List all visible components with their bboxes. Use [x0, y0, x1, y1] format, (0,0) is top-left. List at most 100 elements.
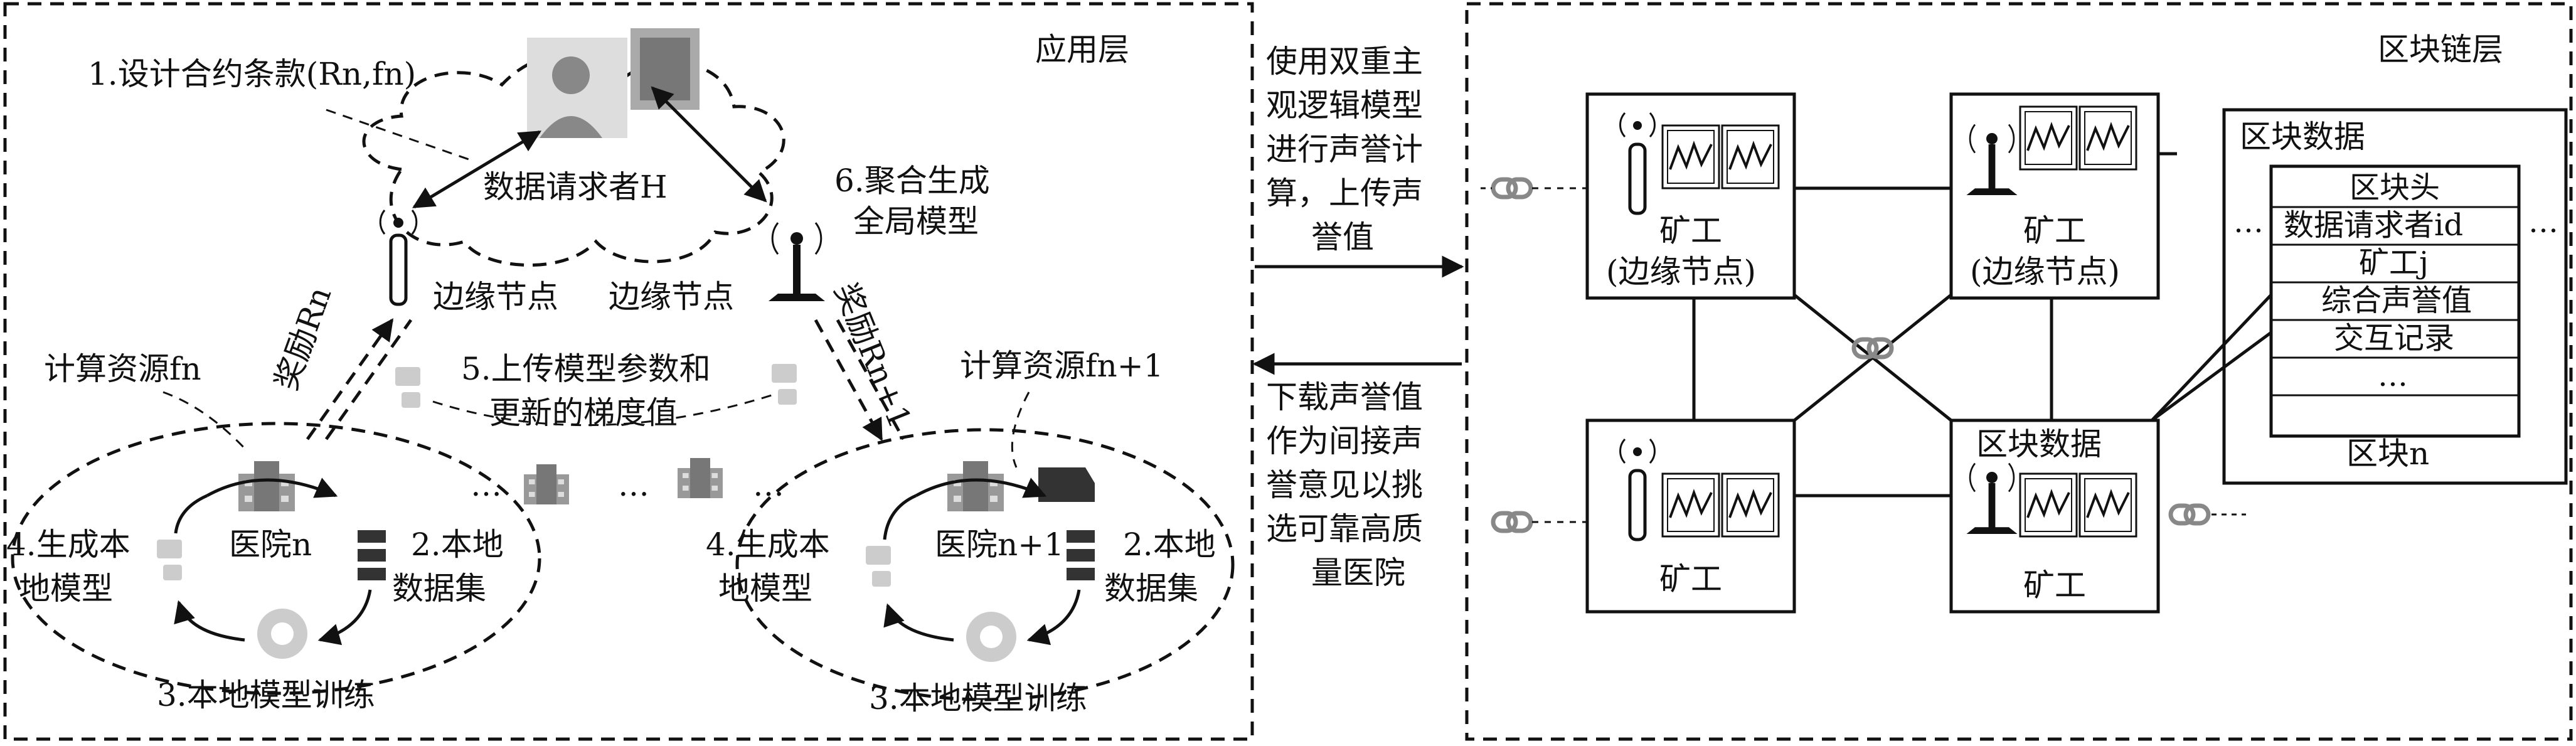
miner-bottom-left-label: 矿工	[1659, 561, 1722, 597]
block-callout-line-1	[2151, 294, 2272, 422]
step5-line2: 更新的梯度值	[489, 395, 678, 431]
compute-left-leader	[162, 391, 249, 453]
edge-node-left-label: 边缘节点	[433, 279, 558, 315]
miner-bottom-right-chart2-icon	[2078, 472, 2137, 538]
step4-left-line2: 地模型	[19, 570, 113, 607]
chain-layer-frame	[1465, 2, 2573, 741]
step5-line1: 5.上传模型参数和	[461, 351, 711, 387]
block-panel-dots-left: …	[2233, 205, 2264, 240]
miner-bottom-right: 区块数据 矿工	[1949, 418, 2160, 614]
dataset-right-icon	[1067, 530, 1095, 580]
reward-left-arrow-2	[324, 319, 413, 440]
miner-top-right-chart2-icon	[2078, 105, 2137, 171]
miner-edge-node-top-right: 矿工 (边缘节点)	[1949, 92, 2160, 300]
step2-right-line2: 数据集	[1104, 570, 1198, 607]
requester-cloud	[362, 51, 785, 267]
hospital-left-label: 医院n	[229, 526, 312, 563]
miner-top-left-chart-icon	[1661, 124, 1720, 189]
app-layer-frame	[3, 2, 1254, 741]
miner-bottom-right-label: 矿工	[2023, 567, 2086, 604]
miner-bottom-left: 矿工	[1585, 418, 1796, 614]
miner-top-right-chart-icon	[2019, 105, 2078, 171]
step5-curve	[432, 394, 772, 427]
step4-left-line1: 4.生成本	[6, 526, 130, 563]
dataset-left-icon	[358, 530, 386, 580]
upload-reputation-text: 使用双重主 观逻辑模型 进行声誉计 算，上传声 誉值	[1266, 43, 1423, 255]
training-left-icon	[257, 609, 307, 659]
cycle-left-arrow-top	[206, 477, 338, 498]
miner-top-left-chart2-icon	[1721, 124, 1780, 189]
cycle-right-arrow-left	[883, 494, 917, 540]
step6-line1: 6.聚合生成	[834, 163, 990, 199]
cycle-right-arrow-top	[915, 477, 1047, 498]
cycle-left-arrow-left	[174, 494, 208, 534]
miner-bottom-left-chart2-icon	[1721, 472, 1780, 538]
block-row-more: …	[2378, 358, 2408, 393]
block-data-panel: 区块数据 区块头 数据请求者id 矿工j 综合声誉值 交互记录 … 区块n … …	[2222, 108, 2568, 485]
cycle-left-arrow-right	[317, 589, 372, 646]
ellipsis-left: …	[471, 467, 502, 503]
hospital-left-icon	[238, 461, 295, 511]
reward-left-arrow	[306, 318, 394, 440]
download-reputation-text: 下载声誉值 作为间接声 誉意见以挑 选可靠高质 量医院	[1266, 379, 1423, 591]
training-right-icon	[966, 612, 1016, 662]
upload-text-line2: 观逻辑模型	[1266, 87, 1423, 124]
local-model-left-icon	[157, 540, 182, 580]
block-row-requester: 数据请求者id	[2284, 208, 2463, 243]
download-text-line5: 量医院	[1311, 555, 1405, 591]
step1-label: 1.设计合约条款(Rn,fn)	[88, 56, 416, 92]
app-layer-title: 应用层	[1035, 31, 1129, 68]
upload-text-line3: 进行声誉计	[1266, 131, 1423, 168]
download-text-line1: 下载声誉值	[1266, 379, 1423, 415]
reward-right-label: 奖励Rn+1	[828, 278, 918, 434]
edge-node-right-label: 边缘节点	[609, 279, 734, 315]
cycle-right-arrow-right	[1026, 589, 1081, 646]
hospital-left-cycle	[11, 422, 541, 695]
requester-avatar-icon	[527, 28, 700, 138]
miner-top-left-label: 矿工	[1659, 213, 1722, 249]
download-text-line4: 选可靠高质	[1266, 511, 1423, 547]
cycle-right-arrow-bottom	[883, 603, 954, 642]
requester-label: 数据请求者H	[483, 169, 668, 205]
ellipsis-mid: …	[618, 467, 649, 503]
reward-right-arrow	[814, 319, 883, 442]
compute-left-label: 计算资源fn	[44, 351, 201, 387]
upload-text-line5: 誉值	[1311, 219, 1374, 255]
step4-right-line2: 地模型	[718, 570, 812, 607]
requester-edge-right-arrow	[651, 86, 767, 203]
step2-left-line2: 数据集	[392, 570, 486, 607]
hospital-right-label: 医院n+1	[935, 526, 1064, 563]
miner-top-left-antenna-icon	[1619, 112, 1656, 215]
miner-top-right-label: 矿工	[2023, 213, 2086, 249]
miner-top-left-sublabel: (边缘节点)	[1606, 253, 1756, 290]
hospital-right-icon	[947, 461, 1004, 511]
step4-right-line1: 4.生成本	[706, 526, 830, 563]
requester-edge-left-arrow	[412, 130, 542, 209]
upload-text-line4: 算，上传声	[1266, 175, 1423, 211]
cycle-left-arrow-bottom	[174, 600, 245, 642]
left-chain-link-top-icon	[1493, 179, 1531, 197]
left-chain-link-bottom-icon	[1493, 513, 1531, 531]
block-row-miner: 矿工j	[2359, 245, 2429, 280]
download-text-line2: 作为间接声	[1266, 423, 1423, 459]
block-row-header: 区块头	[2350, 170, 2440, 205]
step2-right-line1: 2.本地	[1123, 526, 1216, 563]
compute-right-label: 计算资源fn+1	[960, 348, 1163, 384]
hospital-right-truck-icon	[1038, 467, 1095, 502]
download-text-line3: 誉意见以挑	[1266, 467, 1423, 503]
miner-bottom-left-chart-icon	[1661, 472, 1720, 538]
step2-left-line1: 2.本地	[411, 526, 504, 563]
miner-bottom-right-block-label: 区块数据	[1976, 426, 2102, 462]
local-model-right-icon	[866, 546, 891, 587]
miner-bottom-right-chart-icon	[2019, 472, 2078, 538]
compute-right-leader	[1011, 392, 1030, 468]
miner-bottom-left-antenna-icon	[1619, 438, 1656, 541]
upload-text-line1: 使用双重主	[1266, 43, 1423, 80]
right-chain-link-icon	[2171, 506, 2208, 523]
step3-right-label: 3.本地模型训练	[869, 680, 1087, 717]
hospital-right-cycle	[735, 428, 1235, 701]
block-panel-dots-right: …	[2528, 205, 2558, 240]
step6-line2: 全局模型	[853, 203, 979, 240]
block-row-reputation: 综合声誉值	[2321, 283, 2472, 318]
